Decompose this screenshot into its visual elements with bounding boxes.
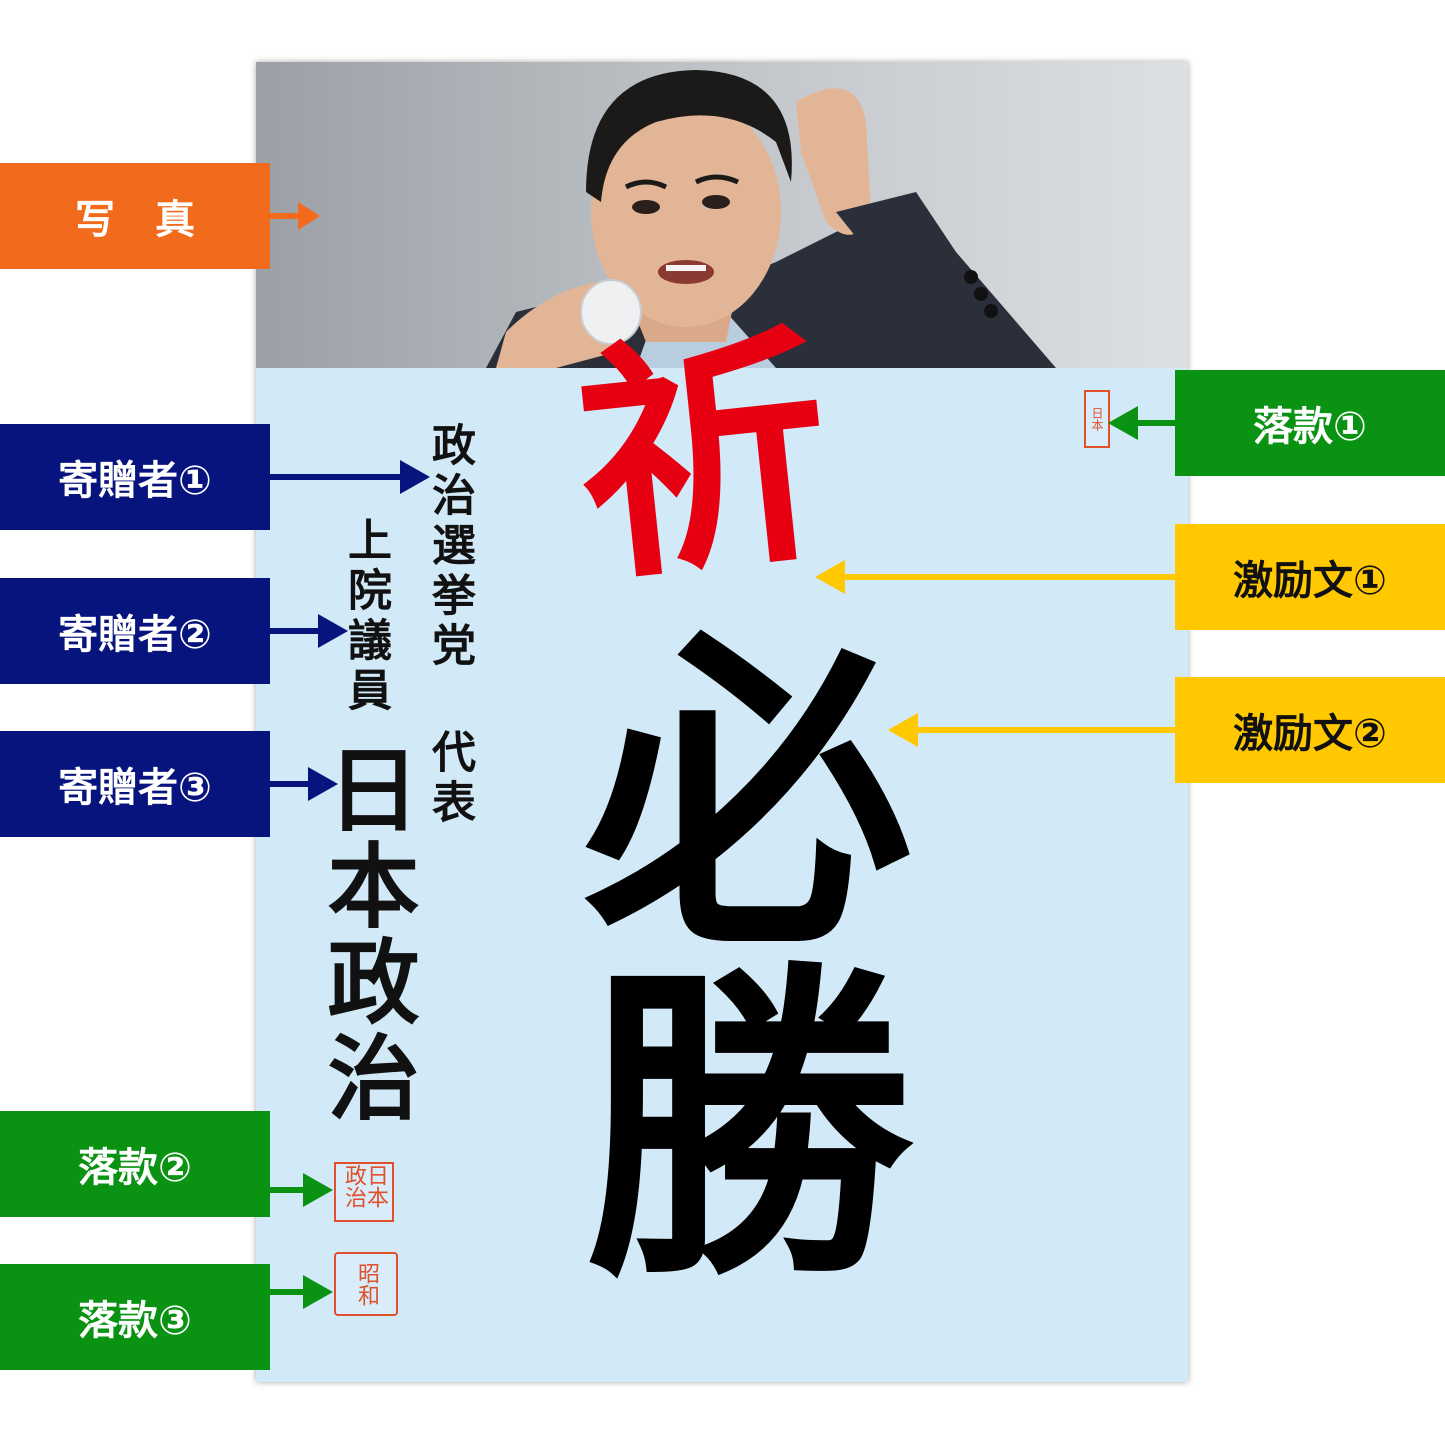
seal1-stamp: 日本 (1084, 390, 1110, 448)
portrait-photo (256, 62, 1188, 368)
seal2-stamp: 日本政治 (334, 1162, 394, 1222)
donor3-label: 寄贈者③ (0, 731, 270, 837)
exhortation1-text: 祈 (563, 297, 843, 617)
donor2-text: 上院議員 (340, 517, 391, 717)
seal3-label: 落款③ (0, 1264, 270, 1370)
man-on-phone-illustration (486, 70, 1056, 368)
photo-label: 写真 (0, 163, 270, 269)
exhortation2-label: 激励文② (1175, 677, 1445, 783)
donor1-label: 寄贈者① (0, 424, 270, 530)
exhortation2-text: 必勝 (527, 622, 915, 1282)
donor2-label: 寄贈者② (0, 578, 270, 684)
seal2-label: 落款② (0, 1111, 270, 1217)
poster: 政治選挙党 代表 上院議員 日本政治 祈 必勝 日本 日本政治 昭和 (256, 62, 1188, 1382)
exhortation1-label: 激励文① (1175, 524, 1445, 630)
seal1-label: 落款① (1175, 370, 1445, 476)
seal3-stamp: 昭和 (334, 1252, 398, 1316)
donor1-text: 政治選挙党 代表 (424, 422, 475, 829)
donor3-text: 日本政治 (312, 742, 420, 1126)
